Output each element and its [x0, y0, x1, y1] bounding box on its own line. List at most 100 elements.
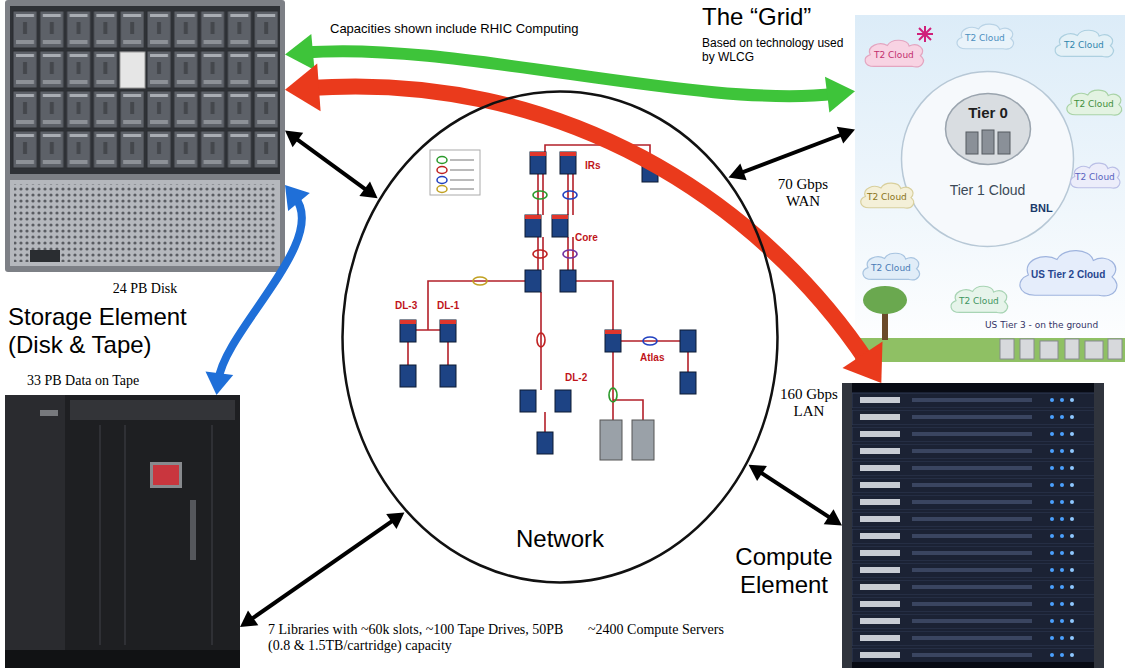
note: Capacities shown include RHIC Computing [330, 22, 579, 37]
logo [40, 410, 58, 416]
cloud-name: T2 Cloud [871, 263, 911, 273]
cloud-shape [1071, 163, 1120, 188]
grid-subheading: Based on technology used by WLCG [702, 37, 854, 65]
compute-title: Compute Element [730, 543, 838, 598]
zone-name: DL-1 [437, 300, 459, 312]
tree-crown [863, 286, 907, 314]
cloud-name: Tier 1 Cloud [920, 182, 1055, 198]
zone-name: IRs [585, 160, 601, 172]
grid-heading: The “Grid” [702, 3, 852, 31]
handle [190, 500, 196, 560]
compute-rack: Compute Element [842, 383, 1104, 668]
site-name: BNL [1030, 202, 1053, 215]
key-lines [450, 160, 474, 189]
arrow-shaft [219, 197, 302, 380]
arrow-shaft [739, 134, 845, 174]
switch [552, 215, 568, 237]
door-seams [100, 425, 212, 645]
cloud-shape [861, 183, 914, 208]
cloud-name: T2 Cloud [965, 33, 1005, 43]
arrow-head [359, 182, 377, 199]
tape-library: 33 PB Data on Tape [5, 395, 240, 668]
outline [944, 92, 1032, 166]
switch-top [605, 330, 621, 334]
switch-top [560, 152, 576, 156]
rail [842, 383, 852, 668]
storage-title: Storage Element (Disk & Tape) [8, 303, 233, 358]
arrow-shaft [294, 137, 369, 192]
network-schematic [400, 145, 696, 460]
link-arrow [285, 131, 378, 199]
staging-arrow [206, 185, 310, 395]
tier-name: US Tier 3 - on the ground [985, 320, 1098, 330]
switch [555, 390, 571, 412]
cloud-shape [1020, 251, 1117, 296]
cloud-name: US Tier 2 Cloud [1031, 269, 1105, 281]
cabinet [5, 395, 240, 668]
switch [440, 320, 456, 342]
rail [1094, 383, 1104, 668]
outline-ellipse [343, 92, 778, 583]
switch [525, 270, 541, 292]
server [1085, 341, 1103, 359]
t2-cloud: T2 Cloud [953, 21, 1017, 53]
link-mark [609, 388, 617, 402]
grid-picture [855, 15, 1125, 362]
t2-cloud: T2 Cloud [859, 250, 923, 284]
outline-ellipse [902, 72, 1074, 247]
arrow-head [386, 512, 404, 529]
outline [340, 89, 780, 585]
switch-tops [400, 152, 621, 334]
server [1065, 339, 1079, 359]
cloud-name: T2 Cloud [1074, 99, 1114, 109]
switch [680, 372, 696, 394]
network-ring: Network [340, 89, 780, 585]
switch [605, 330, 621, 352]
link-mark [473, 277, 487, 285]
switch [530, 152, 546, 174]
switch-top [525, 215, 541, 219]
t2-cloud: T2 Cloud [947, 283, 1011, 317]
switch [560, 152, 576, 174]
server [1000, 339, 1014, 359]
drive-bays [12, 10, 280, 170]
cloud-shape [957, 24, 1013, 49]
link-mark [533, 191, 547, 199]
disk-array: 24 PB Disk [5, 0, 285, 272]
switch-top [530, 152, 546, 156]
switch-top [552, 215, 568, 219]
t2-cloud: T2 Cloud [857, 180, 917, 212]
zone-name: DL-2 [565, 372, 587, 384]
switch [537, 432, 553, 454]
ground-servers [1000, 339, 1122, 359]
data-flow-arrow [285, 63, 883, 383]
arrow-head [285, 185, 310, 211]
cloud-name: Tier 0 [944, 104, 1032, 121]
switch-top [440, 320, 456, 324]
key-mark [437, 177, 447, 184]
grass [855, 338, 1125, 362]
base [5, 650, 240, 668]
disk-array-photo [5, 0, 285, 272]
sky [855, 15, 1125, 362]
grill-frame [10, 180, 280, 266]
arrow-head [729, 164, 747, 181]
switch [525, 215, 541, 237]
grid-picture-frame: The “Grid”Based on technology used by WL… [855, 15, 1125, 362]
cloud-shape [863, 253, 919, 280]
bandwidth-label: 160 Gbps LAN [778, 386, 840, 421]
tape-library-photo [5, 395, 240, 668]
cloud-name: T2 Cloud [874, 50, 914, 60]
us-tier2-cloud: US Tier 2 Cloud [1013, 245, 1123, 303]
arrow-shaft [758, 471, 833, 520]
port [30, 250, 60, 262]
switch-top [400, 320, 416, 324]
schematic-key [430, 150, 480, 195]
server-icon [998, 132, 1010, 154]
zone-name: DL-3 [395, 300, 417, 312]
grid-transfer-arrow [285, 34, 855, 113]
cloud-name: T2 Cloud [867, 192, 907, 202]
asterisk-mark [917, 26, 933, 42]
compute-rack-photo [842, 383, 1104, 668]
